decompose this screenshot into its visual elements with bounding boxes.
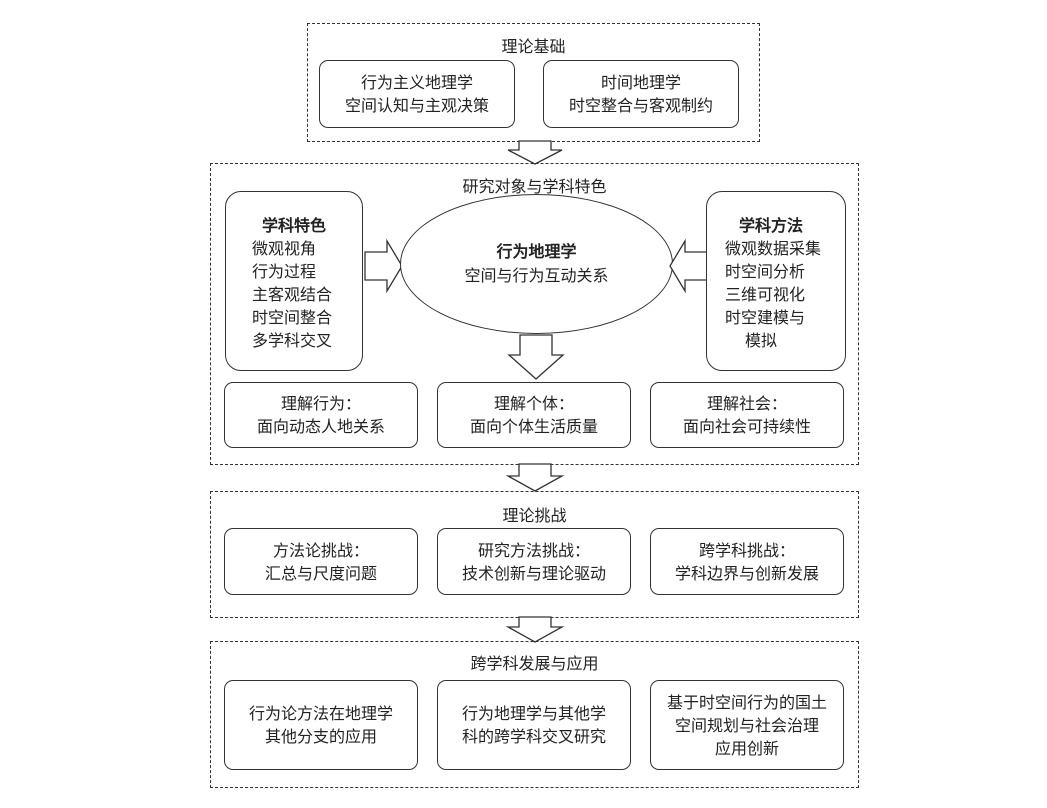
box-application-in-geography: 行为论方法在地理学 其他分支的应用 bbox=[224, 680, 418, 770]
box-understand-society: 理解社会： 面向社会可持续性 bbox=[650, 382, 844, 448]
feature-item: 微观视角 bbox=[252, 239, 317, 258]
box-line: 时间地理学 bbox=[600, 73, 681, 92]
feature-item: 主客观结合 bbox=[252, 285, 333, 304]
section-title: 研究对象与学科特色 bbox=[462, 177, 607, 196]
box-line: 技术创新与理论驱动 bbox=[461, 563, 606, 583]
section-interdisciplinary-development: 跨学科发展与应用 bbox=[210, 641, 859, 788]
box-understand-behavior: 理解行为： 面向动态人地关系 bbox=[224, 382, 418, 448]
box-line: 科的跨学科交叉研究 bbox=[461, 727, 606, 746]
box-line: 汇总与尺度问题 bbox=[264, 563, 377, 583]
box-line: 应用创新 bbox=[714, 738, 779, 758]
box-line: 面向动态人地关系 bbox=[256, 417, 385, 436]
section-title: 理论挑战 bbox=[502, 506, 567, 525]
method-item: 时空建模与 bbox=[725, 308, 806, 327]
box-line: 学科边界与创新发展 bbox=[674, 563, 819, 583]
box-line: 理解个体： bbox=[493, 394, 574, 413]
arrow-left-methods bbox=[669, 238, 708, 294]
ellipse-title: 行为地理学 bbox=[496, 242, 577, 261]
box-line: 面向个体生活质量 bbox=[469, 417, 598, 436]
arrow-down-1 bbox=[507, 140, 563, 165]
box-line: 行为主义地理学 bbox=[360, 73, 473, 92]
method-item: 时空间分析 bbox=[725, 262, 806, 281]
box-behavioral-geography: 行为主义地理学 空间认知与主观决策 bbox=[319, 60, 515, 128]
feature-item: 行为过程 bbox=[252, 262, 317, 281]
box-research-method-challenge: 研究方法挑战： 技术创新与理论驱动 bbox=[437, 528, 631, 595]
ellipse-behavioral-geography: 行为地理学 空间与行为互动关系 bbox=[400, 194, 673, 334]
box-discipline-features: 学科特色 微观视角 行为过程 主客观结合 时空间整合 多学科交叉 bbox=[225, 191, 363, 371]
box-line: 跨学科挑战： bbox=[698, 540, 795, 560]
box-line: 基于时空间行为的国土 bbox=[666, 692, 827, 712]
arrow-right-features bbox=[364, 238, 403, 294]
arrow-down-3 bbox=[505, 616, 565, 643]
box-line: 时空整合与客观制约 bbox=[568, 96, 713, 115]
section-title: 跨学科发展与应用 bbox=[470, 654, 599, 673]
box-methodology-challenge: 方法论挑战： 汇总与尺度问题 bbox=[224, 528, 418, 595]
feature-item: 多学科交叉 bbox=[252, 331, 333, 350]
box-line: 研究方法挑战： bbox=[477, 540, 590, 560]
box-time-geography: 时间地理学 时空整合与客观制约 bbox=[543, 60, 739, 128]
box-line: 面向社会可持续性 bbox=[682, 417, 811, 436]
box-title: 学科特色 bbox=[262, 216, 327, 235]
box-line: 方法论挑战： bbox=[272, 540, 369, 560]
feature-item: 时空间整合 bbox=[252, 308, 333, 327]
box-interdisciplinary-research: 行为地理学与其他学 科的跨学科交叉研究 bbox=[437, 680, 631, 770]
section-title: 理论基础 bbox=[501, 37, 566, 56]
box-line: 行为论方法在地理学 bbox=[248, 704, 393, 723]
box-line: 空间认知与主观决策 bbox=[344, 96, 489, 115]
box-line: 行为地理学与其他学 bbox=[461, 704, 606, 723]
arrow-down-center bbox=[507, 334, 565, 380]
method-item: 微观数据采集 bbox=[725, 239, 822, 258]
ellipse-subtitle: 空间与行为互动关系 bbox=[464, 266, 609, 285]
box-line: 空间规划与社会治理 bbox=[674, 715, 819, 735]
box-understand-individual: 理解个体： 面向个体生活质量 bbox=[437, 382, 631, 448]
box-line: 理解社会： bbox=[706, 394, 787, 413]
method-item: 三维可视化 bbox=[725, 285, 806, 304]
box-interdisciplinary-challenge: 跨学科挑战： 学科边界与创新发展 bbox=[650, 528, 844, 595]
method-item: 模拟 bbox=[745, 331, 778, 350]
box-line: 理解行为： bbox=[280, 394, 361, 413]
arrow-down-2 bbox=[505, 463, 565, 492]
box-discipline-methods: 学科方法 微观数据采集 时空间分析 三维可视化 时空建模与 模拟 bbox=[706, 191, 846, 371]
box-planning-governance: 基于时空间行为的国土 空间规划与社会治理 应用创新 bbox=[650, 680, 844, 770]
box-title: 学科方法 bbox=[739, 216, 804, 235]
box-line: 其他分支的应用 bbox=[264, 727, 377, 746]
